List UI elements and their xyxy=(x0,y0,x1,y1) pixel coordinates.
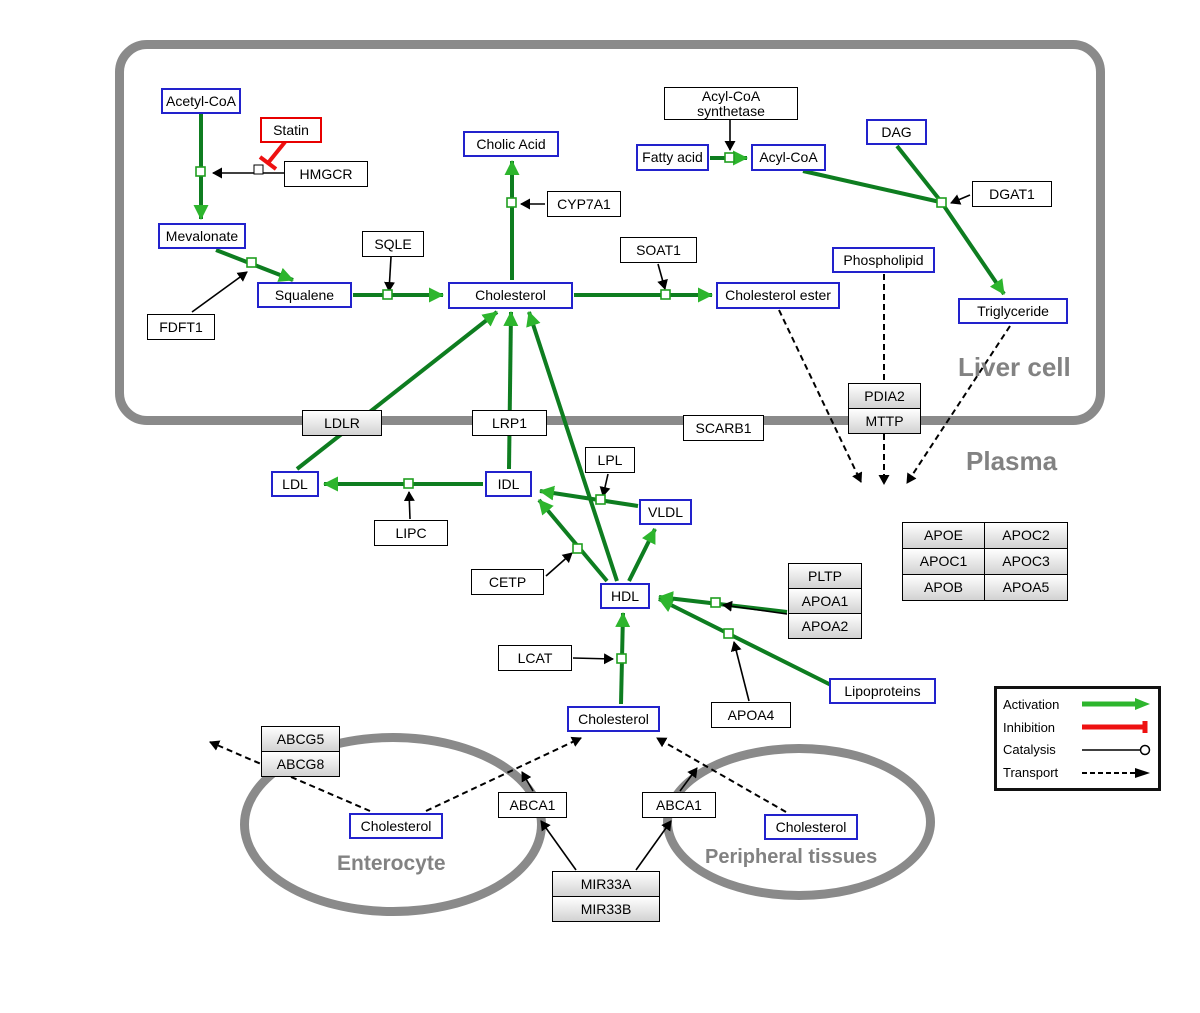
node-apoe[interactable]: APOE xyxy=(902,522,985,549)
node-abca1-left[interactable]: ABCA1 xyxy=(498,792,567,818)
transport-arrow-sample xyxy=(1082,767,1150,778)
legend: Activation Inhibition Catalysis Transpor… xyxy=(994,686,1161,791)
legend-activation-label: Activation xyxy=(1003,696,1060,712)
node-triglyceride[interactable]: Triglyceride xyxy=(958,298,1068,324)
node-apoa4[interactable]: APOA4 xyxy=(711,702,791,728)
node-apoa5[interactable]: APOA5 xyxy=(984,574,1068,601)
node-idl[interactable]: IDL xyxy=(485,471,532,497)
legend-transport-label: Transport xyxy=(1003,765,1059,781)
liver-cell-membrane xyxy=(115,40,1105,425)
node-abcg5[interactable]: ABCG5 xyxy=(261,726,340,752)
node-pltp[interactable]: PLTP xyxy=(788,563,862,589)
node-fdft1[interactable]: FDFT1 xyxy=(147,314,215,340)
node-hmgcr[interactable]: HMGCR xyxy=(284,161,368,187)
node-cholesterol-plasma[interactable]: Cholesterol xyxy=(567,706,660,732)
legend-transport-row: Transport xyxy=(1003,762,1152,784)
node-hdl[interactable]: HDL xyxy=(600,583,650,609)
node-phospholipid[interactable]: Phospholipid xyxy=(832,247,935,273)
node-mttp[interactable]: MTTP xyxy=(848,408,921,434)
node-apoc1[interactable]: APOC1 xyxy=(902,548,985,575)
node-vldl[interactable]: VLDL xyxy=(639,499,692,525)
node-squalene[interactable]: Squalene xyxy=(257,282,352,308)
node-lipc[interactable]: LIPC xyxy=(374,520,448,546)
node-mir33b[interactable]: MIR33B xyxy=(552,896,660,922)
node-apoa1[interactable]: APOA1 xyxy=(788,588,862,614)
node-sqle[interactable]: SQLE xyxy=(362,231,424,257)
node-cholesterol-peripheral[interactable]: Cholesterol xyxy=(764,814,858,840)
node-cyp7a1[interactable]: CYP7A1 xyxy=(547,191,621,217)
catalysis-circle-sample xyxy=(1082,744,1151,756)
node-lrp1[interactable]: LRP1 xyxy=(472,410,547,436)
peripheral-tissues-label: Peripheral tissues xyxy=(705,846,878,868)
node-scarb1[interactable]: SCARB1 xyxy=(683,415,764,441)
node-abcg8[interactable]: ABCG8 xyxy=(261,751,340,777)
node-cholesterol-liver[interactable]: Cholesterol xyxy=(448,282,573,309)
node-acyl-coa-synthetase[interactable]: Acyl-CoA synthetase xyxy=(664,87,798,120)
node-lcat[interactable]: LCAT xyxy=(498,645,572,671)
node-dgat1[interactable]: DGAT1 xyxy=(972,181,1052,207)
activation-arrow-sample xyxy=(1082,698,1150,711)
node-abca1-right[interactable]: ABCA1 xyxy=(642,792,716,818)
node-apoa2[interactable]: APOA2 xyxy=(788,613,862,639)
node-apoc2[interactable]: APOC2 xyxy=(984,522,1068,549)
node-cholesterol-enterocyte[interactable]: Cholesterol xyxy=(349,813,443,839)
legend-inhibition-label: Inhibition xyxy=(1003,719,1056,735)
liver-cell-label: Liver cell xyxy=(958,352,1071,382)
node-dag[interactable]: DAG xyxy=(866,119,927,145)
node-ldl[interactable]: LDL xyxy=(271,471,319,497)
node-lpl[interactable]: LPL xyxy=(585,447,635,473)
node-pdia2[interactable]: PDIA2 xyxy=(848,383,921,409)
plasma-label: Plasma xyxy=(966,446,1058,476)
legend-inhibition-row: Inhibition xyxy=(1003,716,1152,738)
node-ldlr[interactable]: LDLR xyxy=(302,410,382,436)
node-soat1[interactable]: SOAT1 xyxy=(620,237,697,263)
node-acetyl-coa[interactable]: Acetyl-CoA xyxy=(161,88,241,114)
node-apoc3[interactable]: APOC3 xyxy=(984,548,1068,575)
node-lipoproteins[interactable]: Lipoproteins xyxy=(829,678,936,704)
node-fatty-acid[interactable]: Fatty acid xyxy=(636,144,709,171)
node-cholic-acid[interactable]: Cholic Acid xyxy=(463,131,559,157)
node-apob[interactable]: APOB xyxy=(902,574,985,601)
legend-catalysis-row: Catalysis xyxy=(1003,739,1152,761)
legend-activation-row: Activation xyxy=(1003,693,1152,715)
node-statin[interactable]: Statin xyxy=(260,117,322,143)
legend-catalysis-label: Catalysis xyxy=(1003,742,1056,758)
node-acyl-coa[interactable]: Acyl-CoA xyxy=(751,144,826,171)
node-cholesterol-ester[interactable]: Cholesterol ester xyxy=(716,282,840,309)
inhibition-tbar-sample xyxy=(1082,721,1148,734)
node-mevalonate[interactable]: Mevalonate xyxy=(158,223,246,249)
node-mir33a[interactable]: MIR33A xyxy=(552,871,660,897)
enterocyte-label: Enterocyte xyxy=(337,852,446,875)
node-cetp[interactable]: CETP xyxy=(471,569,544,595)
